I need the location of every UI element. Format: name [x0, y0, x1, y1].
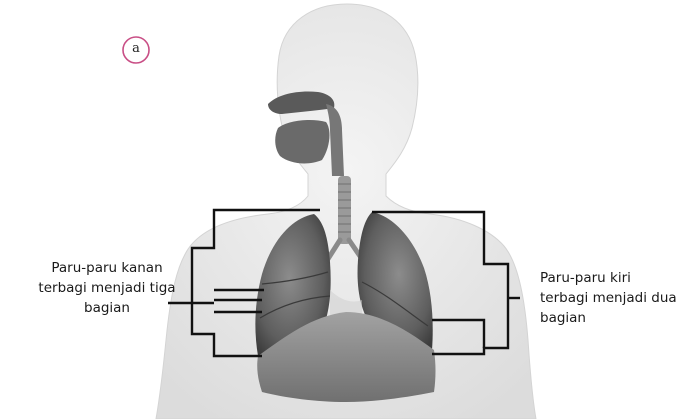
right-lung-callout: Paru-paru kanan terbagi menjadi tiga bag…	[36, 258, 178, 318]
right-lung-callout-line-1: Paru-paru kanan	[36, 258, 178, 278]
left-lung-callout-line-3: bagian	[540, 308, 677, 328]
left-lung-callout-line-2: terbagi menjadi dua	[540, 288, 677, 308]
right-lung-callout-line-3: bagian	[36, 298, 178, 318]
left-lung-callout: Paru-paru kiri terbagi menjadi dua bagia…	[540, 268, 677, 328]
trachea	[338, 176, 351, 244]
oral-cavity	[275, 120, 329, 163]
left-lung-callout-line-1: Paru-paru kiri	[540, 268, 677, 288]
right-lung-callout-line-2: terbagi menjadi tiga	[36, 278, 178, 298]
figure-badge-label: a	[124, 38, 148, 62]
